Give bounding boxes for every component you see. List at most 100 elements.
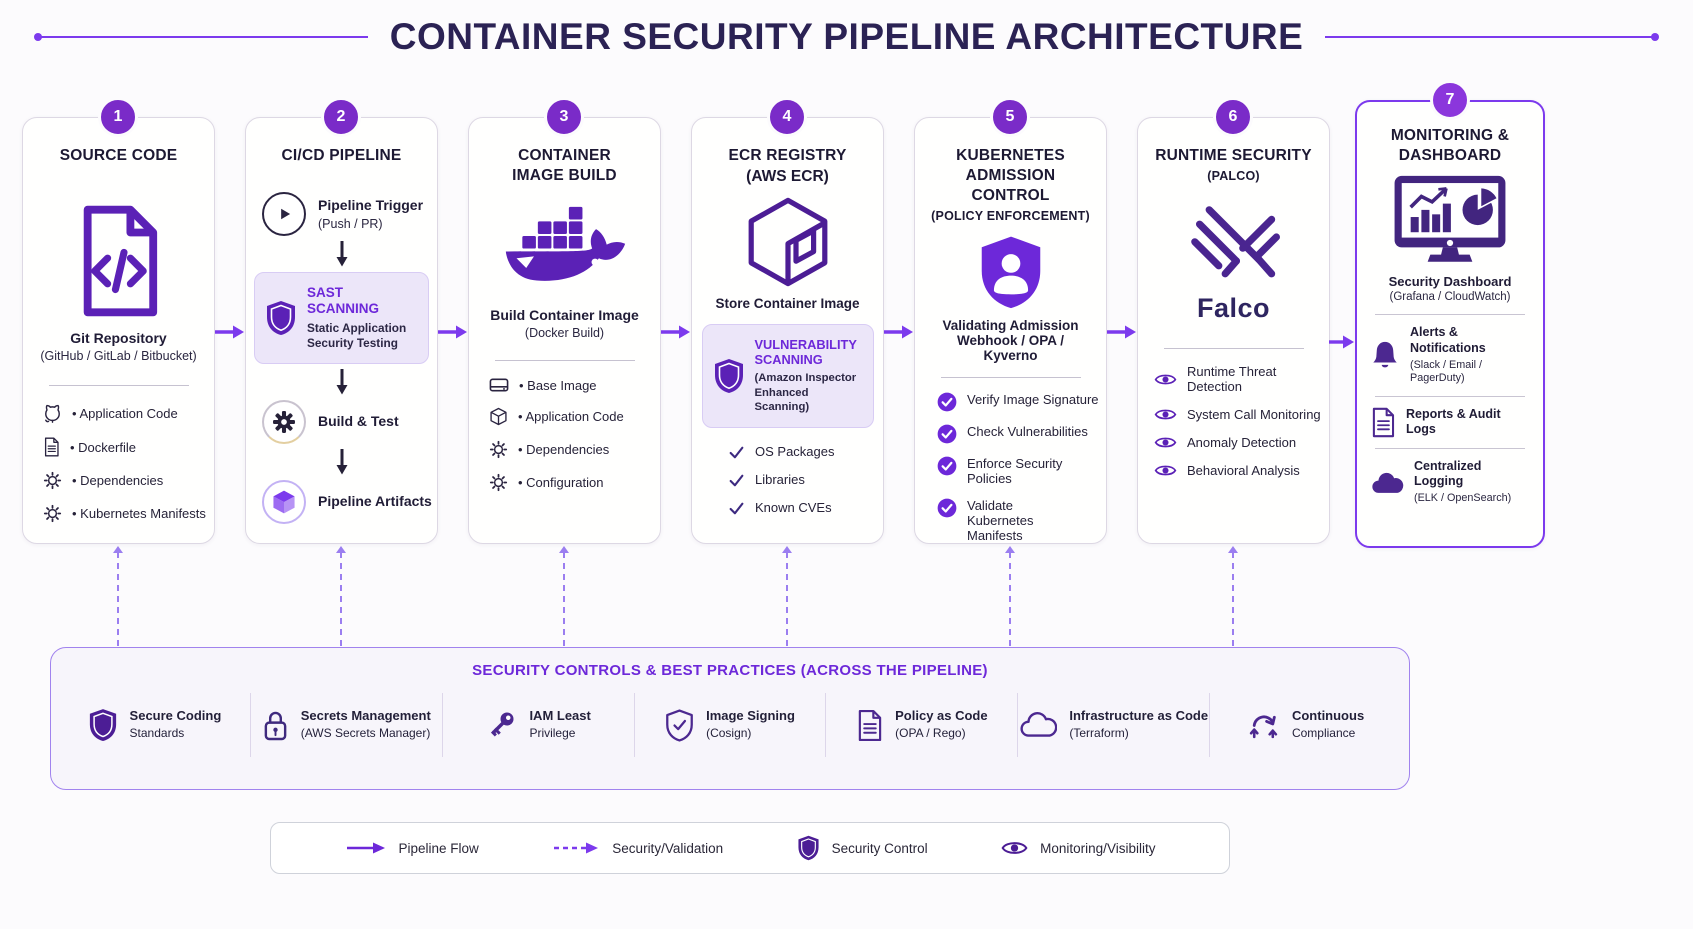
check-item: Verify Image Signature (937, 392, 1106, 412)
code-file-icon (73, 204, 165, 318)
control-sublabel: Privilege (529, 726, 576, 741)
monitor-item: Anomaly Detection (1154, 435, 1329, 450)
main-sublabel: (Grafana / CloudWatch) (1389, 291, 1511, 304)
check-label: Enforce Security Policies (967, 456, 1063, 486)
sync-icon (1247, 710, 1280, 740)
check-label: Known CVEs (755, 499, 832, 515)
row-label: Centralized Logging (1414, 458, 1482, 489)
monitor-label: System Call Monitoring (1187, 407, 1321, 423)
shield-icon (265, 300, 297, 336)
legend-label: Security/Validation (612, 840, 724, 856)
legend-item-security-validation: Security/Validation (552, 841, 723, 856)
card-title: RUNTIME SECURITY (1155, 147, 1312, 164)
control-item: Image Signing (Cosign) (635, 693, 827, 757)
control-sublabel: (Cosign) (706, 726, 752, 741)
control-item: IAM Least Privilege (443, 693, 635, 757)
monitor-list: Runtime Threat Detection System Call Mon… (1154, 364, 1329, 478)
report-icon (1370, 407, 1396, 438)
main-label: Build Container Image (490, 307, 639, 324)
list-item-label: • Application Code (518, 409, 624, 425)
list-item-label: • Dependencies (518, 442, 610, 458)
logging-row: Centralized Logging (ELK / OpenSearch) (1370, 459, 1530, 506)
main-label: Security Dashboard (1388, 274, 1512, 290)
main-label: Git Repository (70, 330, 167, 347)
gear-icon (262, 400, 306, 445)
control-item: Secure Coding Standards (59, 693, 251, 757)
control-label: Policy as Code (895, 708, 988, 724)
alerts-row: Alerts & Notifications (Slack / Email / … (1370, 325, 1530, 385)
card-title: CI/CD PIPELINE (281, 147, 402, 164)
step-label: Pipeline Artifacts (318, 493, 432, 510)
stage-badge-6: 6 (1213, 97, 1253, 137)
monitor-label: Anomaly Detection (1187, 435, 1297, 451)
control-sublabel: (AWS Secrets Manager) (300, 726, 431, 741)
card-monitoring-dashboard: MONITORING & DASHBOARD Security Dashboar… (1355, 100, 1545, 548)
step-label: Pipeline Trigger (318, 197, 424, 214)
list-item: • Base Image (489, 377, 624, 393)
cube-icon (262, 480, 306, 525)
pipeline-step-build: Build & Test (262, 400, 399, 445)
pipeline-step-trigger: Pipeline Trigger (Push / PR) (262, 192, 424, 237)
card-title: SOURCE CODE (59, 147, 178, 164)
reports-row: Reports & Audit Logs (1370, 407, 1530, 438)
cloud-icon (1370, 470, 1404, 495)
dashed-connector (1005, 546, 1015, 647)
row-label: Reports & Audit Logs (1406, 406, 1501, 437)
lock-icon (262, 709, 289, 742)
down-arrow-icon (336, 449, 347, 475)
control-item: Policy as Code (OPA / Rego) (826, 693, 1019, 757)
eye-icon (1001, 839, 1028, 857)
dashboard-monitor-icon (1391, 174, 1509, 269)
list-item: • Application Code (43, 404, 206, 423)
cloud-icon (1019, 711, 1057, 739)
sast-title: SAST SCANNING (307, 285, 380, 317)
eye-icon (1154, 463, 1177, 478)
bell-icon (1370, 340, 1400, 370)
check-label: Libraries (755, 471, 805, 487)
legend-item-security-control: Security Control (797, 835, 928, 861)
flow-arrow-icon (884, 325, 913, 339)
shield-check-icon (665, 709, 694, 742)
stage-badge-2: 2 (321, 97, 361, 137)
flow-arrow-icon (438, 325, 467, 339)
key-icon (485, 709, 517, 741)
play-icon (262, 192, 306, 237)
list-item-label: • Base Image (519, 377, 597, 393)
item-list: • Base Image • Application Code • Depend… (489, 377, 624, 492)
step-sublabel: (Push / PR) (318, 216, 383, 231)
card-subtitle: (PALCO) (1207, 169, 1260, 184)
list-item: • Dependencies (489, 440, 624, 459)
list-item: • Dockerfile (43, 437, 206, 457)
list-item-label: • Application Code (72, 406, 178, 422)
control-label: Image Signing (706, 708, 795, 724)
monitor-item: System Call Monitoring (1154, 407, 1329, 422)
security-controls-panel: SECURITY CONTROLS & BEST PRACTICES (ACRO… (50, 647, 1410, 790)
card-ecr-registry: ECR REGISTRY (AWS ECR) Store Container I… (691, 117, 884, 544)
control-sublabel: Standards (129, 726, 185, 741)
falco-logo-icon (1180, 205, 1288, 293)
divider (494, 360, 635, 362)
divider (1375, 395, 1525, 397)
list-item-label: • Configuration (518, 475, 604, 491)
check-label: OS Packages (755, 443, 835, 459)
card-cicd-pipeline: CI/CD PIPELINE Pipeline Trigger (Push / … (245, 117, 438, 544)
control-sublabel: (Terraform) (1069, 726, 1129, 741)
divider (940, 377, 1081, 378)
sast-scanning-box: SAST SCANNING Static Application Securit… (254, 272, 429, 365)
file-icon (43, 437, 60, 457)
page-title: CONTAINER SECURITY PIPELINE ARCHITECTURE (389, 16, 1304, 57)
ecr-hexagon-icon (740, 194, 836, 290)
check-circle-icon (937, 498, 957, 518)
eye-icon (1154, 372, 1177, 387)
policy-doc-icon (856, 709, 883, 742)
list-item-label: • Dockerfile (70, 439, 136, 455)
row-label: Alerts & Notifications (1410, 325, 1486, 355)
divider (1163, 348, 1304, 350)
monitor-label: Runtime Threat Detection (1187, 364, 1277, 395)
card-runtime-security: RUNTIME SECURITY (PALCO) Falco Runtime T… (1137, 117, 1330, 544)
gear-icon (43, 504, 62, 523)
check-item: Check Vulnerabilities (937, 424, 1106, 444)
stage-badge-1: 1 (98, 97, 138, 137)
main-label: Validating Admission Webhook / OPA / Kyv… (942, 318, 1079, 364)
